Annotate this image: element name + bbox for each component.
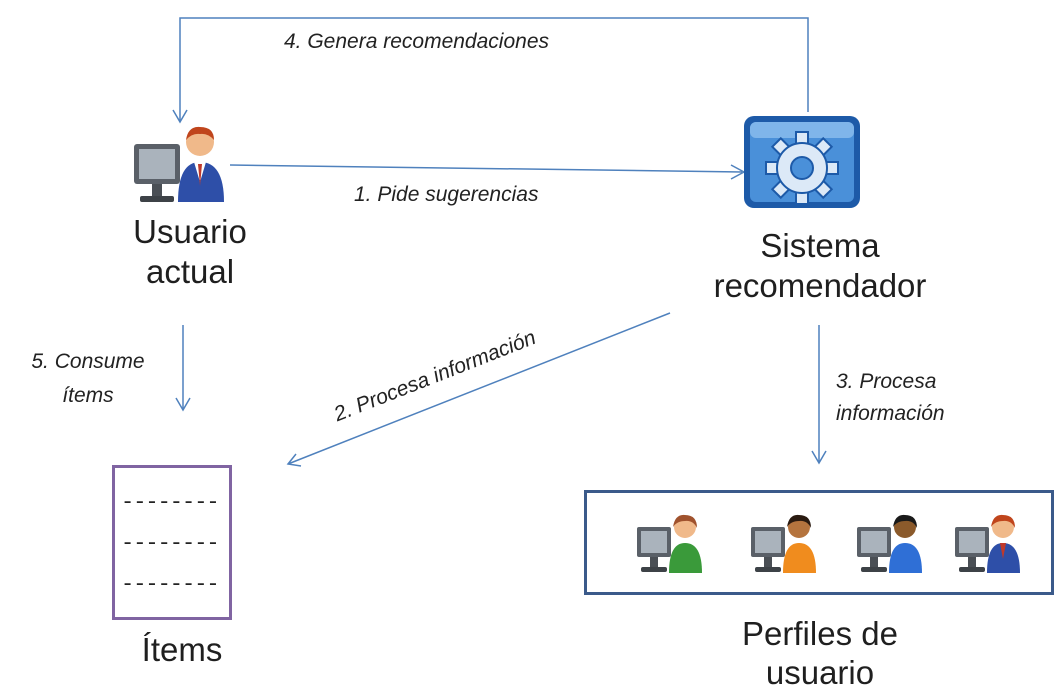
items-box: -------- -------- -------- [112,465,232,620]
edge-label-5: 5. Consume ítems [10,345,166,413]
edge-label-5-line2: ítems [62,384,114,407]
user-profile-icon-3 [857,514,922,573]
user-computer-icon [134,126,224,202]
profiles-label: Perfiles de usuario [690,614,950,692]
user-label-line2: actual [145,253,235,290]
edge-label-4: 4. Genera recomendaciones [284,30,549,53]
arrow-genera-recomendaciones [179,17,809,122]
edge-label-3-line2: información [836,402,945,425]
items-line-3: -------- [121,572,220,597]
system-label: Sistema recomendador [690,226,950,306]
arrowhead-5 [175,397,191,412]
edge-label-3: 3. Procesa información [836,366,945,430]
profiles-label-line1: Perfiles de [742,615,898,652]
user-profile-icon-2 [751,514,816,573]
profiles-label-line2: usuario [765,654,875,691]
arrowhead-4 [172,109,188,124]
gear-icon [744,116,860,208]
user-profile-icon-4 [955,514,1020,573]
profiles-box [584,490,1054,595]
user-label: Usuario actual [100,212,280,292]
arrow-pide-sugerencias [229,164,743,173]
items-label: Ítems [141,631,223,668]
system-label-line2: recomendador [713,267,927,304]
edge-label-5-line1: 5. Consume [31,350,145,373]
arrowhead-2 [286,453,302,467]
items-line-2: -------- [121,531,220,556]
system-label-line1: Sistema [760,227,880,264]
arrow-procesa-informacion-2 [287,312,671,465]
user-profile-icon-1 [637,514,702,573]
user-label-line1: Usuario [133,213,247,250]
arrowhead-3 [811,450,827,465]
edge-label-1: 1. Pide sugerencias [354,183,539,206]
items-line-1: -------- [121,490,220,515]
edge-label-3-line1: 3. Procesa [836,370,937,393]
